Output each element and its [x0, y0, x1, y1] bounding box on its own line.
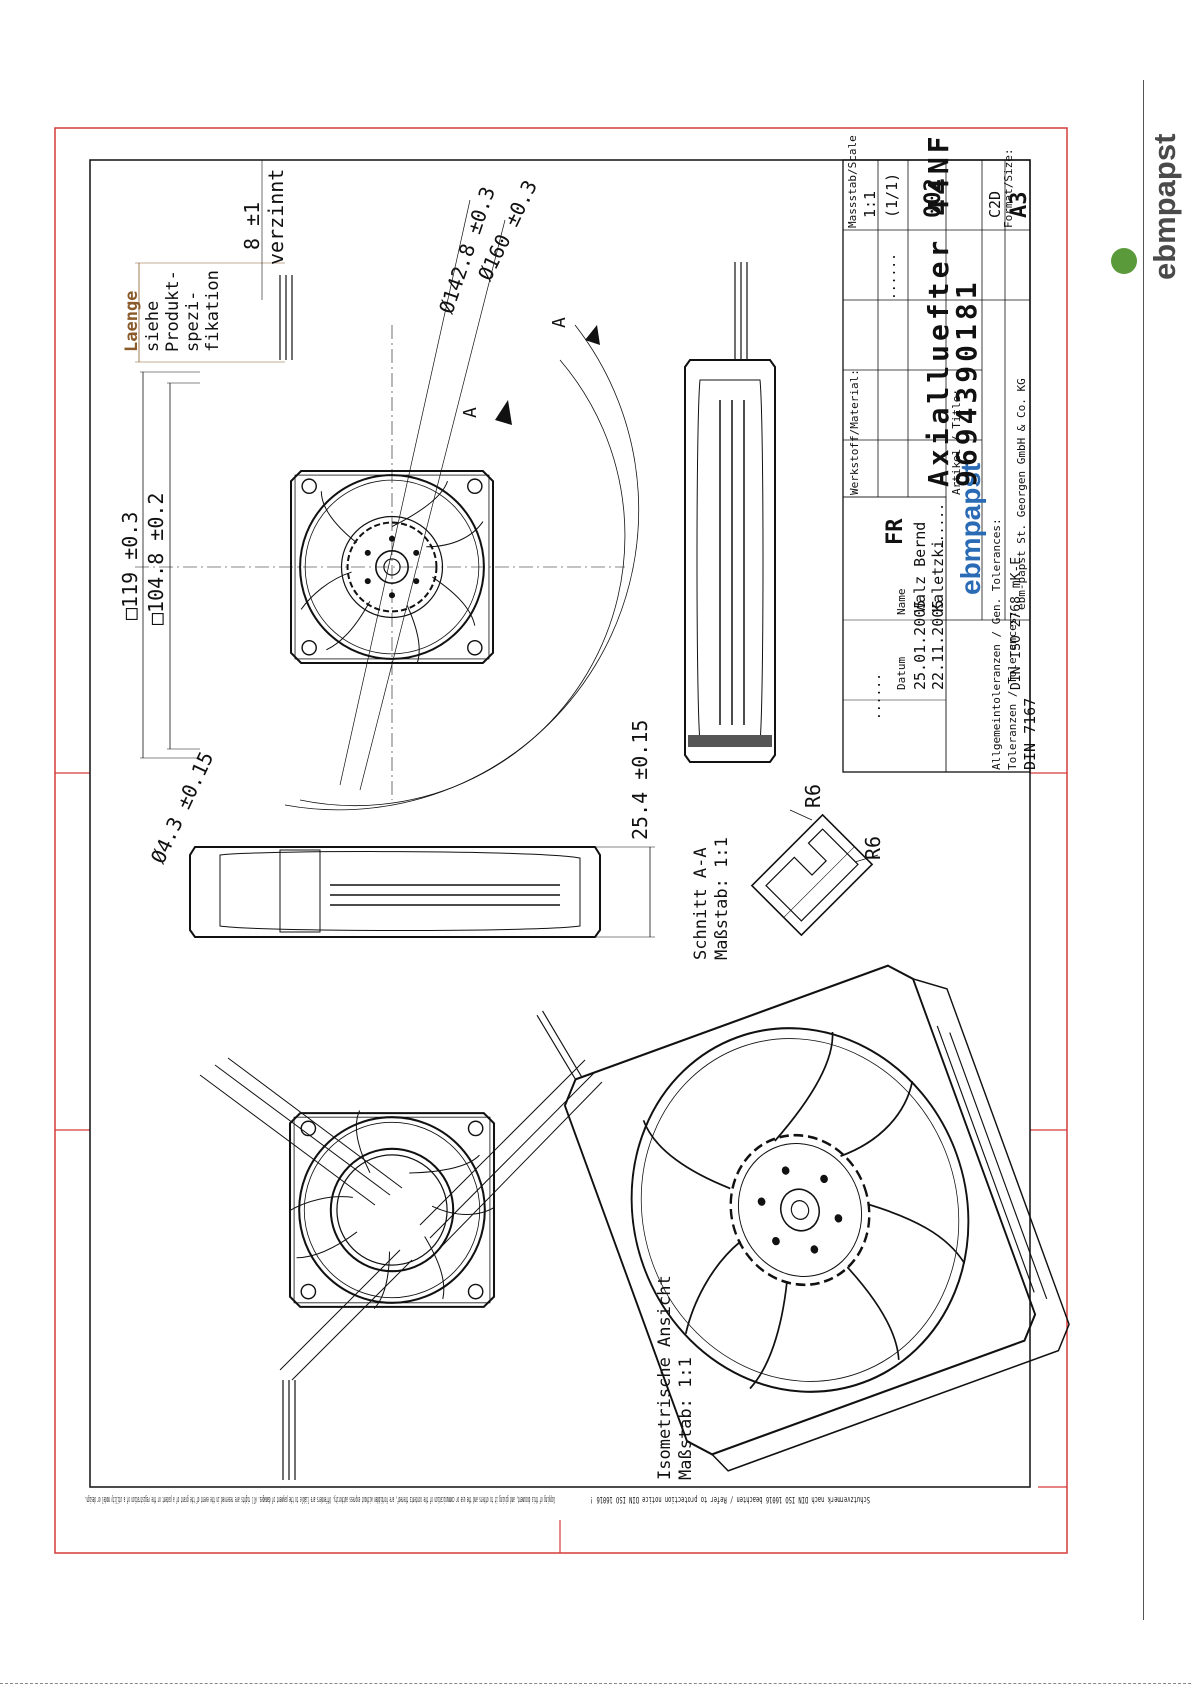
- svg-text:Artikel / Title:: Artikel / Title:: [950, 389, 963, 495]
- dim-square-104: □104.8 ±0.2: [144, 493, 168, 625]
- iso-title: Isometrische Ansicht: [655, 1275, 675, 1480]
- cad-value: C2D: [986, 191, 1004, 218]
- svg-text:fikation: fikation: [203, 270, 223, 352]
- iso-scale: Maßstab: 1:1: [676, 1357, 696, 1480]
- svg-text:ebm-papst St. Georgen GmbH & C: ebm-papst St. Georgen GmbH & Co. KG: [1015, 378, 1028, 610]
- revision: 002: [921, 178, 946, 218]
- section-a-a-detail: [750, 813, 874, 937]
- brand-logo: ebmpapst: [1105, 100, 1182, 280]
- fan-side-view-bottom: [189, 846, 601, 938]
- svg-text:Name: Name: [895, 589, 908, 616]
- svg-text:......: ......: [932, 503, 947, 550]
- svg-text:Werkstoff/Material:: Werkstoff/Material:: [848, 369, 861, 495]
- fan-isometric-view: [536, 964, 1070, 1472]
- svg-text:Schutzvermerk nach DIN ISO 160: Schutzvermerk nach DIN ISO 16016 beachte…: [590, 1494, 870, 1504]
- svg-text:spezi-: spezi-: [183, 291, 203, 352]
- dim-radius-b: R6: [861, 836, 885, 860]
- sheet-frame: [54, 127, 1068, 1554]
- dim-depth: 25.4 ±0.15: [628, 720, 652, 840]
- legal-notes: Copying of this document, and giving it …: [85, 1494, 870, 1504]
- dim-tinned: verzinnt: [264, 169, 288, 265]
- page-value: (1/1): [883, 173, 901, 218]
- svg-text:......: ......: [869, 673, 884, 720]
- section-mark-a2: A: [460, 407, 481, 418]
- section-mark-a1: A: [549, 317, 570, 328]
- fan-front-view: [135, 160, 655, 938]
- fan-rear-view: [199, 1057, 603, 1480]
- dim-radius-a: R6: [801, 784, 825, 808]
- svg-text:Format/Size:: Format/Size:: [1002, 149, 1015, 228]
- title-block: ebmpapst Werkstoff/Material: Artikel / T…: [842, 132, 1039, 773]
- format-value: A3: [1007, 192, 1032, 219]
- dim-hole: Ø4.3 ±0.15: [146, 748, 219, 867]
- svg-text:Laenge: Laenge: [122, 291, 142, 352]
- svg-text:Datum: Datum: [895, 657, 908, 690]
- dim-square-119: □119 ±0.3: [118, 512, 142, 620]
- svg-text:siehe: siehe: [143, 301, 163, 352]
- title-block-logo: ebmpapst: [955, 463, 986, 595]
- tolerance-standard: DIN 7167: [1021, 698, 1039, 770]
- dim-lead-length: 8 ±1: [240, 202, 264, 250]
- drawing-title: Axialluefter 44NF: [922, 132, 955, 487]
- svg-text:Allgemeintoleranzen / Gen. Tol: Allgemeintoleranzen / Gen. Tolerances:: [990, 518, 1003, 770]
- brand-mark-icon: [1111, 248, 1137, 274]
- svg-text:Produkt-: Produkt-: [163, 270, 183, 352]
- section-title: Schnitt A-A: [691, 847, 711, 960]
- length-note: Laenge siehe Produkt- spezi- fikation: [122, 270, 223, 352]
- margin-rule: [1143, 80, 1144, 1620]
- brand-name: ebmpapst: [1147, 133, 1182, 280]
- drawing-number: 9694390181: [950, 278, 983, 487]
- drawing-border: [89, 159, 1031, 1488]
- svg-text:Massstab/Scale: Massstab/Scale: [846, 135, 859, 228]
- checked-name: Kaletzki: [929, 540, 947, 612]
- svg-text:......: ......: [884, 253, 899, 300]
- section-scale: Maßstab: 1:1: [712, 837, 732, 960]
- general-tolerance: DIN ISO 2768 mK-E: [1009, 557, 1024, 690]
- scale-value: 1:1: [861, 191, 879, 218]
- status-code: FR: [883, 518, 908, 545]
- page-cut-line: [0, 1683, 1191, 1684]
- created-date: 25.01.2005: [911, 600, 929, 690]
- svg-text:Copying of this document, and: Copying of this document, and giving it …: [85, 1494, 555, 1504]
- created-name: Walz Bernd: [911, 522, 929, 612]
- fan-side-view-right: [684, 262, 776, 763]
- svg-text:Toleranzen / Tolerances:: Toleranzen / Tolerances:: [1006, 611, 1019, 770]
- checked-date: 22.11.2005: [929, 600, 947, 690]
